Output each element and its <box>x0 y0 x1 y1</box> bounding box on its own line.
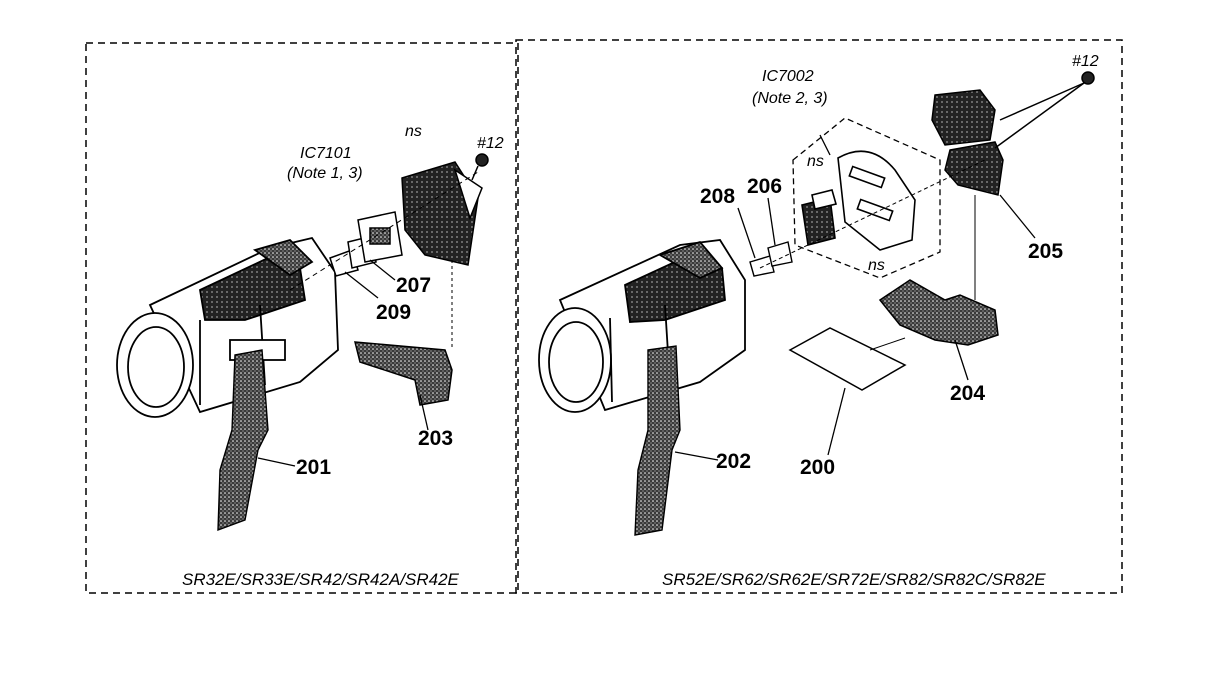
bracket-203 <box>354 341 453 406</box>
lens-block-202 <box>538 239 746 536</box>
part-206-label: 206 <box>747 175 782 198</box>
part-205-label: 205 <box>1028 240 1063 263</box>
ic7101-component <box>357 211 403 263</box>
ns-label-right-upper: ns <box>807 153 824 170</box>
leader-lines-right <box>674 134 1036 461</box>
part-208-component <box>749 255 775 277</box>
screw-label-right: #12 <box>1072 53 1099 70</box>
ic-label-left: IC7101 <box>300 145 352 162</box>
ic-note-right: (Note 2, 3) <box>752 90 828 107</box>
ic7002-component <box>801 150 916 251</box>
left-panel: IC7101 (Note 1, 3) ns #12 207 209 203 20… <box>85 42 519 594</box>
sensor-board-205 <box>931 89 1004 196</box>
part-206-component <box>767 241 793 267</box>
right-panel: IC7002 (Note 2, 3) ns ns #12 208 206 205… <box>515 39 1123 594</box>
left-panel-border <box>85 42 519 594</box>
part-203-label: 203 <box>418 427 453 450</box>
part-200-label: 200 <box>800 456 835 479</box>
part-202-label: 202 <box>716 450 751 473</box>
leader-lines-left <box>257 259 429 467</box>
model-list-right: SR52E/SR62/SR62E/SR72E/SR82/SR82C/SR82E <box>662 570 1046 589</box>
ic7002-dashed-enclosure <box>792 117 941 279</box>
part-209-label: 209 <box>376 301 411 324</box>
assembly-axis-left <box>289 171 479 291</box>
assembly-axes-right <box>759 159 986 351</box>
screw-label-left: #12 <box>477 135 504 152</box>
model-list-left: SR32E/SR33E/SR42/SR42A/SR42E <box>182 570 460 589</box>
ic-label-right: IC7002 <box>762 68 814 85</box>
screw-right-icon <box>994 71 1095 149</box>
lens-block-201 <box>116 236 339 532</box>
sensor-board-left <box>401 161 483 266</box>
right-panel-border <box>515 39 1123 594</box>
plate-200 <box>788 327 907 391</box>
screw-left-icon <box>471 153 489 181</box>
ic-note-left: (Note 1, 3) <box>287 165 363 182</box>
ns-label-left: ns <box>405 123 422 140</box>
ns-label-right-lower: ns <box>868 257 885 274</box>
part-208-label: 208 <box>700 185 735 208</box>
part-201-label: 201 <box>296 456 331 479</box>
bracket-204 <box>878 279 999 346</box>
part-204-label: 204 <box>950 382 985 405</box>
part-207-label: 207 <box>396 274 431 297</box>
